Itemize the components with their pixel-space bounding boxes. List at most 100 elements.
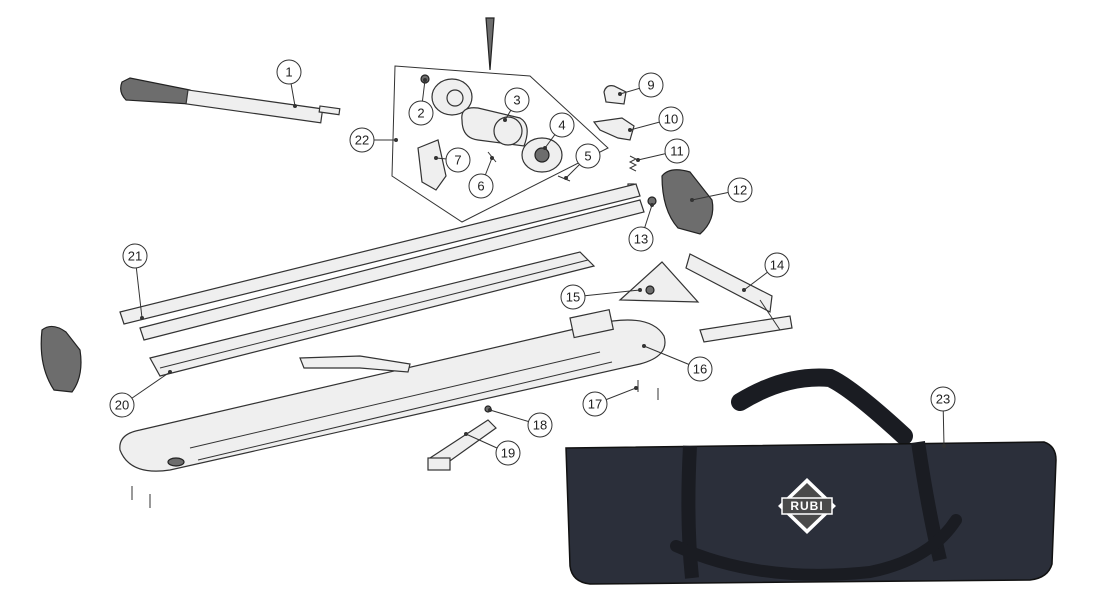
callout-1: 1: [276, 59, 302, 85]
leader-dot-14: [742, 288, 746, 292]
callout-11: 11: [664, 138, 690, 164]
callout-circle-19: [495, 440, 521, 466]
callout-number-6: 6: [477, 179, 484, 194]
callout-circle-18: [527, 412, 553, 438]
callout-number-19: 19: [501, 446, 515, 461]
leader-lines: [121, 71, 946, 454]
callout-14: 14: [764, 252, 790, 278]
leader-dot-2: [423, 78, 427, 82]
callout-circle-10: [658, 106, 684, 132]
callout-circle-21: [122, 243, 148, 269]
cutting-head-assembly: [391, 17, 609, 223]
callout-22: 22: [349, 127, 375, 153]
leader-dot-19: [464, 432, 468, 436]
part-end-cap-12: [661, 169, 714, 235]
part-clip-9: [603, 85, 627, 105]
callout-number-18: 18: [533, 418, 547, 433]
callout-circle-11: [664, 138, 690, 164]
callout-number-20: 20: [115, 398, 129, 413]
bag-logo: RUBI: [778, 478, 836, 534]
callout-number-2: 2: [417, 106, 424, 121]
callout-circle-15: [560, 284, 586, 310]
callout-3: 3: [504, 87, 530, 113]
callout-circle-5: [575, 143, 601, 169]
callout-number-15: 15: [566, 290, 580, 305]
bag-shoulder-strap: [670, 514, 962, 581]
bag-top-strap: [731, 368, 913, 445]
callout-number-14: 14: [770, 258, 784, 273]
callout-circle-20: [109, 392, 135, 418]
callout-6: 6: [468, 173, 494, 199]
callout-number-5: 5: [584, 149, 591, 164]
callout-circle-16: [687, 356, 713, 382]
leader-dot-6: [490, 156, 494, 160]
leader-dot-5: [564, 176, 568, 180]
part-spring-11: [628, 155, 638, 172]
part-lever-10: [592, 117, 635, 141]
callout-number-7: 7: [454, 153, 461, 168]
bag-logo-text: RUBI: [790, 499, 823, 513]
leader-dot-4: [543, 146, 547, 150]
part-breaker-19: [427, 419, 497, 471]
callout-number-3: 3: [513, 93, 520, 108]
callout-13: 13: [628, 226, 654, 252]
callout-circle-7: [445, 147, 471, 173]
callout-7: 7: [445, 147, 471, 173]
callout-number-13: 13: [634, 232, 648, 247]
callout-5: 5: [575, 143, 601, 169]
callout-number-22: 22: [355, 133, 369, 148]
leader-dot-12: [690, 198, 694, 202]
leader-dot-20: [168, 370, 172, 374]
leader-dot-3: [503, 118, 507, 122]
leader-dot-16: [642, 344, 646, 348]
callout-number-23: 23: [936, 392, 950, 407]
callout-circle-12: [727, 177, 753, 203]
callout-number-9: 9: [647, 78, 654, 93]
part-measuring-square-14: [685, 253, 793, 343]
leader-dot-21: [140, 316, 144, 320]
callout-16: 16: [687, 356, 713, 382]
part-guide-bars-21: [119, 183, 645, 341]
part-left-end-cap: [40, 325, 82, 393]
callout-circle-17: [582, 391, 608, 417]
callout-17: 17: [582, 391, 608, 417]
part-screws-17: [131, 380, 659, 508]
callout-circle-6: [468, 173, 494, 199]
callout-circle-9: [638, 72, 664, 98]
callout-number-4: 4: [558, 118, 565, 133]
callout-circle-3: [504, 87, 530, 113]
callout-circle-1: [276, 59, 302, 85]
part-base-plate-16: [119, 308, 666, 472]
carrying-bag: RUBI: [565, 368, 1057, 585]
callout-number-10: 10: [664, 112, 678, 127]
callout-19: 19: [495, 440, 521, 466]
leader-dot-9: [618, 92, 622, 96]
callout-number-1: 1: [285, 65, 292, 80]
callout-4: 4: [549, 112, 575, 138]
callout-12: 12: [727, 177, 753, 203]
leader-dot-17: [634, 386, 638, 390]
leader-dot-10: [628, 128, 632, 132]
part-triangle-15: [618, 261, 700, 303]
callout-20: 20: [109, 392, 135, 418]
callout-15: 15: [560, 284, 586, 310]
callout-circle-4: [549, 112, 575, 138]
callout-circle-13: [628, 226, 654, 252]
leader-dot-15: [638, 288, 642, 292]
leader-dot-23: [942, 444, 946, 448]
callout-circle-22: [349, 127, 375, 153]
callout-circle-14: [764, 252, 790, 278]
callout-18: 18: [527, 412, 553, 438]
leader-dot-22: [394, 138, 398, 142]
callout-9: 9: [638, 72, 664, 98]
callout-number-11: 11: [670, 144, 684, 159]
part-handle-rod: [120, 77, 341, 124]
leader-dot-13: [650, 203, 654, 207]
part-breaker-lever: [299, 355, 411, 373]
callout-circle-2: [408, 100, 434, 126]
part-base-rail-20: [149, 251, 596, 377]
callout-21: 21: [122, 243, 148, 269]
callout-number-12: 12: [733, 183, 747, 198]
